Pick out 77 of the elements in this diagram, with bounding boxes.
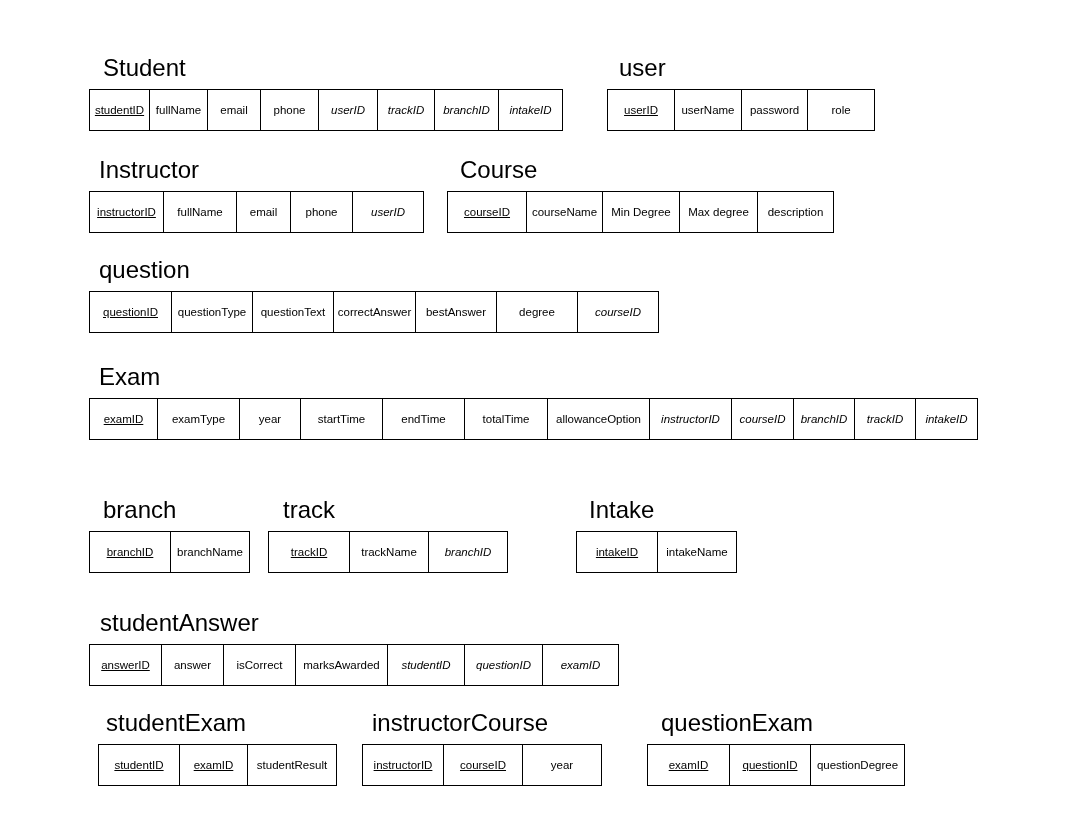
table-cell: startTime: [300, 399, 382, 439]
table-cell: userID: [352, 192, 423, 232]
table-cell: year: [239, 399, 300, 439]
table-title: studentAnswer: [100, 608, 259, 638]
table-cell: role: [807, 90, 874, 130]
table-cell: phone: [290, 192, 352, 232]
table-cell: description: [757, 192, 833, 232]
table-cell: intakeName: [657, 532, 736, 572]
table-title: track: [283, 495, 335, 525]
table-cell: questionText: [252, 292, 333, 332]
table-title: Exam: [99, 362, 161, 392]
table-cell: branchID: [90, 532, 170, 572]
table-title: Course: [460, 155, 538, 185]
table-cell: courseID: [577, 292, 658, 332]
table-cell: email: [236, 192, 290, 232]
table-cell: password: [741, 90, 807, 130]
table-cell: totalTime: [464, 399, 547, 439]
table-title: question: [99, 255, 190, 285]
table-title: Intake: [589, 495, 655, 525]
table-cell: questionID: [729, 745, 810, 785]
table-cell: instructorID: [90, 192, 163, 232]
table-title: user: [619, 53, 666, 83]
table-title: studentExam: [106, 708, 247, 738]
table-title: branch: [103, 495, 177, 525]
table-cell: instructorID: [649, 399, 731, 439]
table-title: instructorCourse: [372, 708, 549, 738]
table-cell: trackName: [349, 532, 428, 572]
table-cell: courseName: [526, 192, 602, 232]
table-cell: courseID: [731, 399, 793, 439]
table-cell: examType: [157, 399, 239, 439]
table-cell: trackID: [269, 532, 349, 572]
table-cell: email: [207, 90, 260, 130]
table-cell: allowanceOption: [547, 399, 649, 439]
table-cell: correctAnswer: [333, 292, 415, 332]
table-cell: userID: [608, 90, 674, 130]
table-title: Instructor: [99, 155, 200, 185]
table-cell: questionID: [90, 292, 171, 332]
table-cell: year: [522, 745, 601, 785]
table-cell: studentID: [99, 745, 179, 785]
table-title: questionExam: [661, 708, 814, 738]
table-cell: isCorrect: [223, 645, 295, 685]
table-cell: intakeID: [498, 90, 562, 130]
table-cell: examID: [648, 745, 729, 785]
table-cell: examID: [179, 745, 247, 785]
table-cell: branchName: [170, 532, 249, 572]
table-cell: courseID: [443, 745, 522, 785]
table-cell: branchID: [428, 532, 507, 572]
table-cell: answerID: [90, 645, 161, 685]
table-cell: marksAwarded: [295, 645, 387, 685]
table-cell: Min Degree: [602, 192, 679, 232]
table-cell: answer: [161, 645, 223, 685]
table-cell: intakeID: [577, 532, 657, 572]
table-cell: branchID: [434, 90, 498, 130]
table-cell: trackID: [854, 399, 915, 439]
table-cell: intakeID: [915, 399, 977, 439]
table-cell: branchID: [793, 399, 854, 439]
table-cell: questionDegree: [810, 745, 904, 785]
table-cell: bestAnswer: [415, 292, 496, 332]
table-cell: examID: [542, 645, 618, 685]
table-cell: trackID: [377, 90, 434, 130]
table-cell: userID: [318, 90, 377, 130]
table-cell: endTime: [382, 399, 464, 439]
table-cell: studentID: [387, 645, 464, 685]
table-cell: userName: [674, 90, 741, 130]
table-cell: Max degree: [679, 192, 757, 232]
table-cell: studentResult: [247, 745, 336, 785]
table-cell: phone: [260, 90, 318, 130]
table-cell: questionType: [171, 292, 252, 332]
table-cell: fullName: [163, 192, 236, 232]
table-cell: fullName: [149, 90, 207, 130]
table-cell: examID: [90, 399, 157, 439]
table-cell: studentID: [90, 90, 149, 130]
table-title: Student: [103, 53, 186, 83]
table-cell: courseID: [448, 192, 526, 232]
table-cell: questionID: [464, 645, 542, 685]
table-cell: degree: [496, 292, 577, 332]
table-cell: instructorID: [363, 745, 443, 785]
